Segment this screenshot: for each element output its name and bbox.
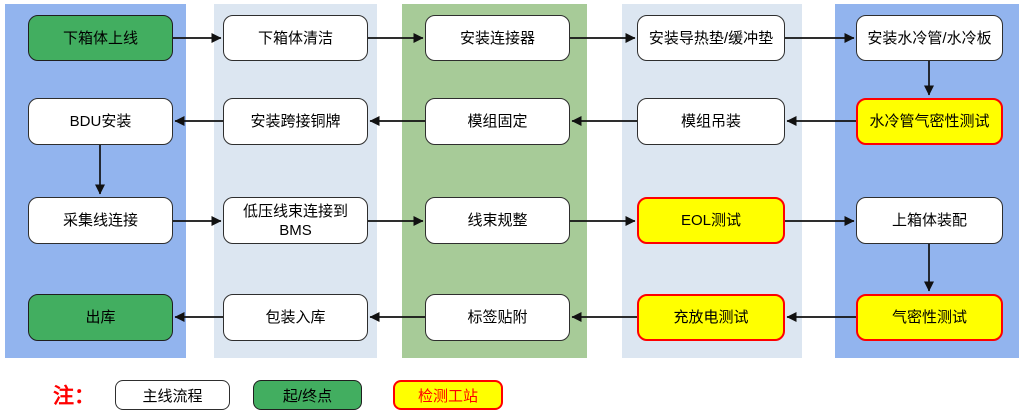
flow-node: 采集线连接 xyxy=(28,197,173,244)
flow-node: 安装跨接铜牌 xyxy=(223,98,368,145)
legend-item-main-process: 主线流程 xyxy=(115,380,230,410)
flow-node: 低压线束连接到BMS xyxy=(223,197,368,244)
flow-node: 下箱体清洁 xyxy=(223,15,368,61)
flow-node-test: 气密性测试 xyxy=(856,294,1003,341)
legend-item-start-end: 起/终点 xyxy=(253,380,362,410)
flow-node-start: 下箱体上线 xyxy=(28,15,173,61)
flow-node-test: 水冷管气密性测试 xyxy=(856,98,1003,145)
flow-node-test: EOL测试 xyxy=(637,197,785,244)
flow-node: 包装入库 xyxy=(223,294,368,341)
flow-node: BDU安装 xyxy=(28,98,173,145)
legend-item-test-station: 检测工站 xyxy=(393,380,503,410)
flow-node: 模组固定 xyxy=(425,98,570,145)
flow-node-end: 出库 xyxy=(28,294,173,341)
flow-node: 线束规整 xyxy=(425,197,570,244)
flow-node: 安装导热垫/缓冲垫 xyxy=(637,15,785,61)
flow-node: 安装水冷管/水冷板 xyxy=(856,15,1003,61)
flow-node-test: 充放电测试 xyxy=(637,294,785,341)
flow-node: 上箱体装配 xyxy=(856,197,1003,244)
flow-node: 模组吊装 xyxy=(637,98,785,145)
flow-node: 标签贴附 xyxy=(425,294,570,341)
legend-note: 注： xyxy=(53,384,95,408)
flow-node: 安装连接器 xyxy=(425,15,570,61)
